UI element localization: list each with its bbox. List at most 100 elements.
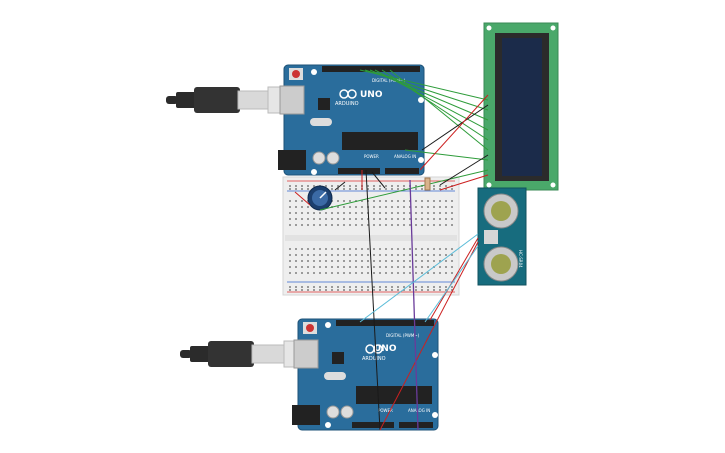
breadboard-hole[interactable] xyxy=(409,272,411,274)
breadboard-hole[interactable] xyxy=(373,224,375,226)
breadboard-hole[interactable] xyxy=(337,200,339,202)
breadboard-hole[interactable] xyxy=(373,188,375,190)
breadboard-hole[interactable] xyxy=(319,248,321,250)
breadboard-hole[interactable] xyxy=(397,224,399,226)
breadboard-hole[interactable] xyxy=(349,248,351,250)
breadboard-hole[interactable] xyxy=(409,260,411,262)
breadboard-hole[interactable] xyxy=(433,218,435,220)
breadboard-hole[interactable] xyxy=(397,272,399,274)
breadboard-hole[interactable] xyxy=(325,212,327,214)
breadboard-hole[interactable] xyxy=(319,266,321,268)
breadboard-hole[interactable] xyxy=(337,266,339,268)
breadboard-hole[interactable] xyxy=(403,272,405,274)
breadboard-hole[interactable] xyxy=(373,200,375,202)
breadboard-hole[interactable] xyxy=(301,266,303,268)
breadboard-hole[interactable] xyxy=(403,266,405,268)
breadboard-hole[interactable] xyxy=(433,260,435,262)
breadboard-hole[interactable] xyxy=(307,272,309,274)
breadboard-hole[interactable] xyxy=(391,260,393,262)
breadboard-hole[interactable] xyxy=(325,248,327,250)
breadboard-hole[interactable] xyxy=(343,206,345,208)
breadboard-hole[interactable] xyxy=(385,200,387,202)
breadboard-hole[interactable] xyxy=(355,254,357,256)
breadboard-hole[interactable] xyxy=(367,224,369,226)
breadboard-hole[interactable] xyxy=(403,212,405,214)
breadboard-hole[interactable] xyxy=(427,289,429,291)
breadboard-hole[interactable] xyxy=(403,248,405,250)
breadboard-hole[interactable] xyxy=(385,218,387,220)
breadboard-hole[interactable] xyxy=(337,254,339,256)
breadboard-hole[interactable] xyxy=(337,286,339,288)
breadboard-hole[interactable] xyxy=(439,185,441,187)
breadboard-hole[interactable] xyxy=(367,254,369,256)
breadboard-hole[interactable] xyxy=(421,218,423,220)
breadboard-hole[interactable] xyxy=(367,260,369,262)
breadboard-hole[interactable] xyxy=(343,254,345,256)
breadboard-hole[interactable] xyxy=(451,206,453,208)
breadboard-hole[interactable] xyxy=(331,188,333,190)
breadboard-hole[interactable] xyxy=(319,212,321,214)
breadboard-hole[interactable] xyxy=(289,254,291,256)
breadboard-hole[interactable] xyxy=(313,185,315,187)
breadboard-hole[interactable] xyxy=(361,266,363,268)
lcd-16x2-display[interactable] xyxy=(483,22,559,191)
breadboard-hole[interactable] xyxy=(433,206,435,208)
breadboard-hole[interactable] xyxy=(385,289,387,291)
breadboard-hole[interactable] xyxy=(397,260,399,262)
breadboard-hole[interactable] xyxy=(337,272,339,274)
breadboard-hole[interactable] xyxy=(445,185,447,187)
breadboard-hole[interactable] xyxy=(403,200,405,202)
breadboard-hole[interactable] xyxy=(319,224,321,226)
breadboard-hole[interactable] xyxy=(319,254,321,256)
breadboard-hole[interactable] xyxy=(325,266,327,268)
breadboard-hole[interactable] xyxy=(307,254,309,256)
wire-cyan[interactable] xyxy=(424,245,479,323)
breadboard-hole[interactable] xyxy=(403,254,405,256)
breadboard-hole[interactable] xyxy=(289,218,291,220)
breadboard-hole[interactable] xyxy=(409,248,411,250)
breadboard-hole[interactable] xyxy=(391,272,393,274)
breadboard-hole[interactable] xyxy=(367,218,369,220)
breadboard-hole[interactable] xyxy=(379,272,381,274)
breadboard-hole[interactable] xyxy=(295,248,297,250)
breadboard-hole[interactable] xyxy=(373,272,375,274)
breadboard-hole[interactable] xyxy=(421,188,423,190)
breadboard-hole[interactable] xyxy=(397,185,399,187)
breadboard-hole[interactable] xyxy=(445,254,447,256)
breadboard-hole[interactable] xyxy=(427,266,429,268)
breadboard-hole[interactable] xyxy=(445,206,447,208)
breadboard-hole[interactable] xyxy=(295,272,297,274)
breadboard-hole[interactable] xyxy=(409,206,411,208)
breadboard-hole[interactable] xyxy=(361,286,363,288)
breadboard-hole[interactable] xyxy=(379,206,381,208)
breadboard-hole[interactable] xyxy=(331,266,333,268)
breadboard-hole[interactable] xyxy=(373,289,375,291)
breadboard-hole[interactable] xyxy=(301,224,303,226)
breadboard-hole[interactable] xyxy=(421,266,423,268)
breadboard-hole[interactable] xyxy=(313,218,315,220)
breadboard-hole[interactable] xyxy=(349,218,351,220)
breadboard-hole[interactable] xyxy=(451,224,453,226)
breadboard-hole[interactable] xyxy=(361,248,363,250)
breadboard-hole[interactable] xyxy=(361,289,363,291)
breadboard-hole[interactable] xyxy=(397,286,399,288)
wire-black[interactable] xyxy=(439,154,489,186)
breadboard-hole[interactable] xyxy=(349,254,351,256)
breadboard-hole[interactable] xyxy=(301,218,303,220)
breadboard-hole[interactable] xyxy=(385,272,387,274)
arduino-uno-top[interactable]: UNO ARDUINO DIGITAL (PWM~) POWER ANALOG … xyxy=(278,64,425,176)
breadboard-hole[interactable] xyxy=(451,248,453,250)
breadboard-hole[interactable] xyxy=(349,272,351,274)
breadboard-hole[interactable] xyxy=(349,266,351,268)
breadboard-hole[interactable] xyxy=(313,272,315,274)
breadboard-hole[interactable] xyxy=(427,200,429,202)
breadboard-hole[interactable] xyxy=(289,185,291,187)
breadboard-hole[interactable] xyxy=(391,206,393,208)
breadboard-hole[interactable] xyxy=(427,206,429,208)
breadboard-hole[interactable] xyxy=(451,272,453,274)
breadboard-hole[interactable] xyxy=(391,254,393,256)
breadboard-hole[interactable] xyxy=(439,260,441,262)
breadboard-hole[interactable] xyxy=(313,266,315,268)
breadboard-hole[interactable] xyxy=(385,185,387,187)
breadboard-hole[interactable] xyxy=(445,218,447,220)
